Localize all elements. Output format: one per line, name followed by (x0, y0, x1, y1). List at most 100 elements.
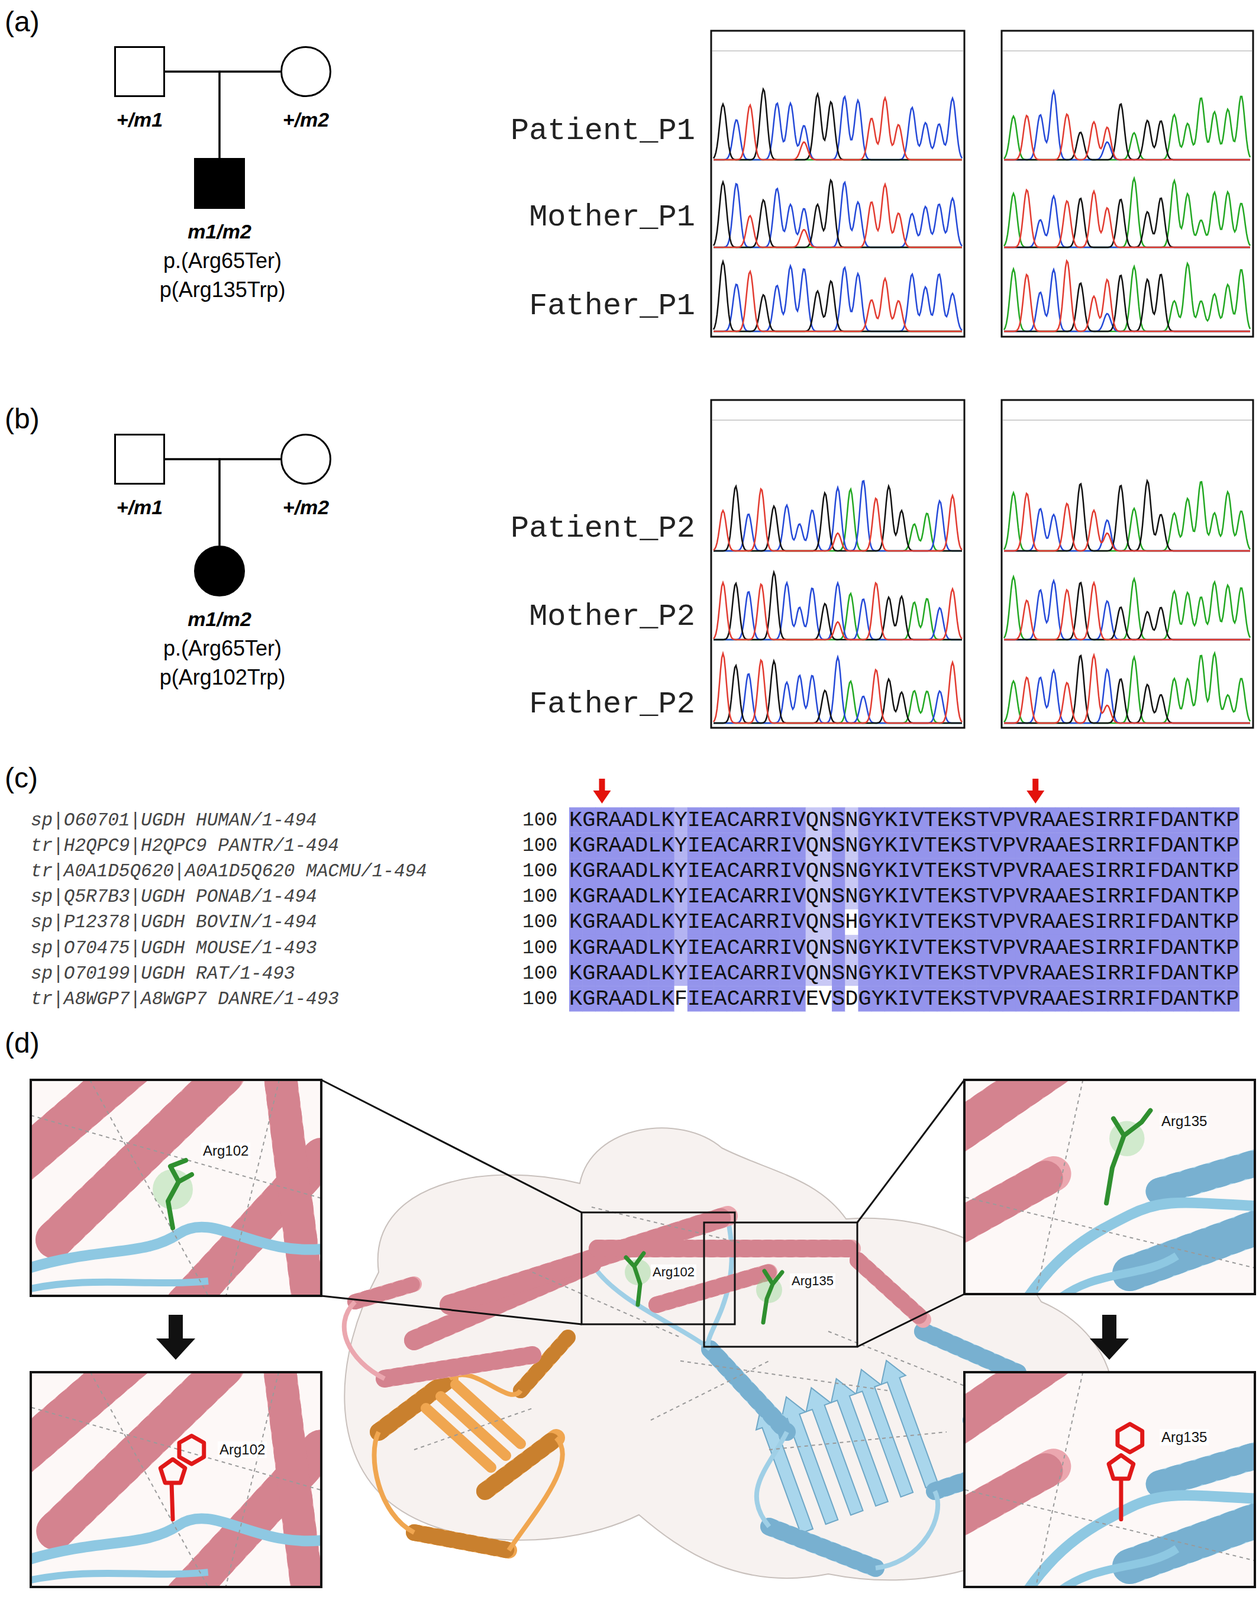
sequence-header-rule (1002, 50, 1252, 52)
residue-label: Arg135 (789, 1273, 836, 1289)
pedigree-female: +/m2 (280, 433, 332, 485)
variant-arrow (593, 778, 612, 804)
residue-label: Arg102 (217, 1441, 267, 1458)
trace-line (1004, 114, 1251, 160)
sequence-row: KGRAADLKYIEACARRIVQNSNGYKIVTEKSTVPVRAAES… (569, 834, 1239, 857)
trace-line (1004, 263, 1251, 332)
genotype-label: +/m1 (116, 496, 163, 519)
chromatogram-panel (1001, 30, 1254, 337)
sequence-name: tr|A8WGP7|A8WGP7 DANRE/1-493 (30, 988, 340, 1009)
panel-letter: (c) (4, 761, 38, 794)
trace-line (1004, 274, 1251, 332)
chromatogram-panel (1001, 399, 1254, 728)
trace-line (713, 653, 962, 723)
trace-line (1004, 104, 1251, 160)
trace-line (1004, 655, 1251, 723)
trace-line (1004, 653, 1251, 723)
sample-label: Mother_P1 (528, 199, 696, 235)
trace-line (1004, 269, 1251, 332)
sequence-name: sp|Q5R7B3|UGDH PONAB/1-494 (30, 886, 318, 907)
trace-line (1004, 480, 1251, 551)
trace-line (1004, 91, 1251, 160)
sample-label: Patient_P1 (510, 113, 696, 149)
trace-line (1004, 96, 1251, 160)
sequence-row: KGRAADLKYIEACARRIVQNSNGYKIVTEKSTVPVRAAES… (569, 809, 1239, 832)
sequence-row: KGRAADLKYIEACARRIVQNSNGYKIVTEKSTVPVRAAES… (569, 936, 1239, 959)
sample-label: Father_P2 (528, 686, 696, 722)
sequence-row: KGRAADLKYIEACARRIVQNSNGYKIVTEKSTVPVRAAES… (569, 860, 1239, 883)
trace-line (1004, 654, 1251, 723)
chromatogram-panel (711, 30, 965, 337)
panel-letter: (d) (4, 1026, 40, 1060)
inset-bottom-left (14, 1354, 326, 1596)
sequence-name: tr|H2QPC9|H2QPC9 PANTR/1-494 (30, 835, 340, 857)
inset-top-left (13, 1061, 327, 1305)
pedigree-symbol (280, 46, 332, 98)
trace-line (713, 184, 962, 248)
sequence-name: sp|O70475|UGDH MOUSE/1-493 (30, 937, 318, 958)
trace-line (713, 180, 962, 248)
chromatogram-panel (711, 399, 965, 728)
trace-line (1004, 582, 1251, 640)
residue-number: 100 (522, 809, 558, 832)
square-symbol (115, 47, 165, 97)
pedigree-line (219, 71, 281, 158)
variant-label: p.(Arg65Ter) (163, 248, 282, 274)
pedigree-male: +/m1 (114, 433, 166, 485)
pedigree-line (165, 71, 220, 158)
trace-line (1004, 493, 1251, 551)
trace-line (713, 657, 962, 724)
panel-letter: (a) (4, 5, 40, 38)
genotype-label: +/m2 (282, 496, 329, 519)
sequence-row: KGRAADLKYIEACARRIVQNSHGYKIVTEKSTVPVRAAES… (569, 911, 1239, 934)
residue-label: Arg102 (650, 1264, 697, 1280)
trace-line (713, 572, 962, 640)
sample-label: Father_P1 (528, 288, 696, 324)
sequence-name: sp|O70199|UGDH RAT/1-493 (30, 962, 295, 984)
sequence-header-rule (1002, 419, 1252, 421)
trace-line (713, 582, 962, 640)
trace-line (1004, 580, 1251, 640)
residue-number: 100 (522, 860, 558, 883)
trace-line (1004, 582, 1251, 640)
circle-symbol (195, 546, 245, 596)
pedigree-male: +/m1 (114, 46, 166, 98)
trace-line (713, 480, 962, 551)
mutation-arrows (156, 1314, 1129, 1360)
sequence-header-rule (712, 50, 964, 52)
sequence-name: sp|O60701|UGDH HUMAN/1-494 (30, 809, 318, 831)
variant-label: p(Arg135Trp) (159, 277, 286, 303)
inset-top-right (947, 1061, 1259, 1303)
pedigree-line (219, 459, 281, 546)
residue-number: 100 (522, 885, 558, 908)
trace-line (713, 261, 962, 332)
residue-number: 100 (522, 936, 558, 959)
pedigree-symbol (114, 433, 166, 485)
variant-label: p.(Arg65Ter) (163, 636, 282, 661)
trace-line (713, 660, 962, 723)
pedigree-line (165, 459, 220, 546)
trace-line (713, 486, 962, 551)
pedigree-symbol (280, 433, 332, 485)
sequence-row: KGRAADLKYIEACARRIVQNSNGYKIVTEKSTVPVRAAES… (569, 885, 1239, 908)
circle-symbol (281, 434, 331, 484)
sample-label: Patient_P2 (510, 511, 696, 547)
pedigree-symbol (194, 545, 245, 597)
circle-symbol (281, 47, 331, 97)
trace-line (713, 271, 962, 332)
trace-line (1004, 178, 1251, 248)
residue-number: 100 (522, 911, 558, 934)
trace-line (1004, 198, 1251, 248)
variant-label: p(Arg102Trp) (159, 664, 286, 690)
residue-label: Arg135 (1159, 1112, 1209, 1130)
residue-label: Arg135 (1159, 1428, 1209, 1446)
trace-line (713, 488, 962, 551)
panel-letter: (b) (4, 402, 40, 435)
trace-line (1004, 576, 1251, 640)
pedigree-female: +/m2 (280, 46, 332, 98)
residue-number: 100 (522, 961, 558, 984)
pink-helices (344, 1215, 923, 1379)
trace-line (713, 89, 962, 160)
trace-line (1004, 189, 1251, 248)
sequence-row: KGRAADLKYIEACARRIVQNSNGYKIVTEKSTVPVRAAES… (569, 961, 1239, 984)
